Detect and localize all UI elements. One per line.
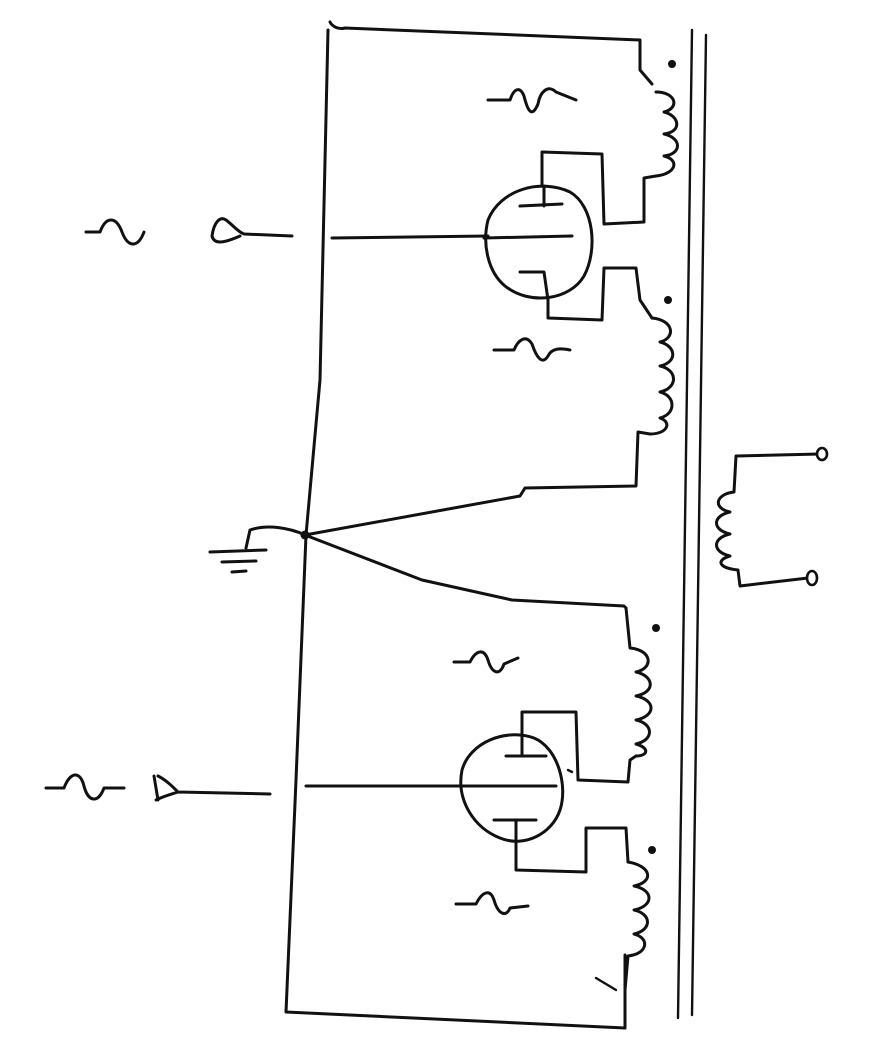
center-tap-wire-upper bbox=[303, 430, 652, 537]
secondary-winding bbox=[715, 446, 829, 588]
secondary-coil bbox=[715, 452, 822, 588]
plate-wire-upper bbox=[540, 150, 658, 226]
tube-cathode-upper bbox=[518, 270, 550, 302]
left-bus-wire bbox=[284, 28, 627, 1030]
center-tap-wire-lower bbox=[303, 533, 628, 610]
transformer-core bbox=[676, 28, 708, 1020]
primary-coil-2 bbox=[648, 316, 675, 436]
input-sine-lower bbox=[44, 773, 272, 802]
primary-coil-4 bbox=[623, 860, 651, 992]
tube-grid bbox=[482, 234, 574, 240]
stray-tick bbox=[566, 768, 574, 774]
cathode-wire-lower bbox=[514, 826, 630, 874]
plate-wire-lower bbox=[520, 710, 638, 784]
tube-cathode-lower bbox=[492, 818, 538, 848]
primary-coil-1 bbox=[654, 90, 679, 178]
frame-wiring bbox=[284, 20, 654, 1030]
grid-wire-upper bbox=[330, 234, 490, 240]
output-terminal-bottom bbox=[805, 569, 819, 587]
ground-bar-1 bbox=[208, 548, 268, 554]
plate-wave-upper bbox=[486, 87, 578, 114]
vacuum-tube-upper bbox=[482, 184, 594, 302]
primary-coil-3 bbox=[624, 606, 653, 758]
input-sine-wave-lower bbox=[44, 773, 126, 801]
upper-stage bbox=[84, 60, 679, 537]
ground-bar-2 bbox=[220, 559, 258, 564]
core-line-outer bbox=[690, 33, 708, 1017]
tube-envelope bbox=[484, 184, 594, 300]
plate-wave-lower bbox=[452, 650, 520, 674]
ground-lead bbox=[244, 525, 307, 550]
lower-stage bbox=[44, 533, 660, 992]
input-halfwave-lower bbox=[152, 774, 272, 802]
tube-plate-lower bbox=[504, 738, 548, 758]
polarity-dot-4 bbox=[648, 846, 656, 854]
polarity-dot-1 bbox=[668, 60, 676, 68]
tube-plate-upper bbox=[518, 184, 564, 208]
output-terminal-top bbox=[815, 446, 829, 462]
input-sine-wave bbox=[84, 218, 146, 246]
tube-envelope-lower bbox=[459, 733, 565, 843]
input-halfwave bbox=[210, 217, 294, 244]
cathode-wave-upper bbox=[492, 337, 572, 362]
vacuum-tube-lower bbox=[458, 733, 565, 848]
ground-symbol bbox=[208, 525, 307, 574]
input-sine-upper bbox=[84, 217, 294, 246]
polarity-dot-2 bbox=[664, 296, 672, 304]
cathode-wave-lower bbox=[454, 891, 530, 916]
ground-bar-3 bbox=[230, 569, 248, 574]
polarity-dot-3 bbox=[652, 624, 660, 632]
core-line-inner bbox=[676, 28, 694, 1020]
stray-mark bbox=[594, 976, 618, 992]
cathode-wire-upper bbox=[546, 266, 654, 322]
top-bus-wire bbox=[328, 20, 654, 86]
